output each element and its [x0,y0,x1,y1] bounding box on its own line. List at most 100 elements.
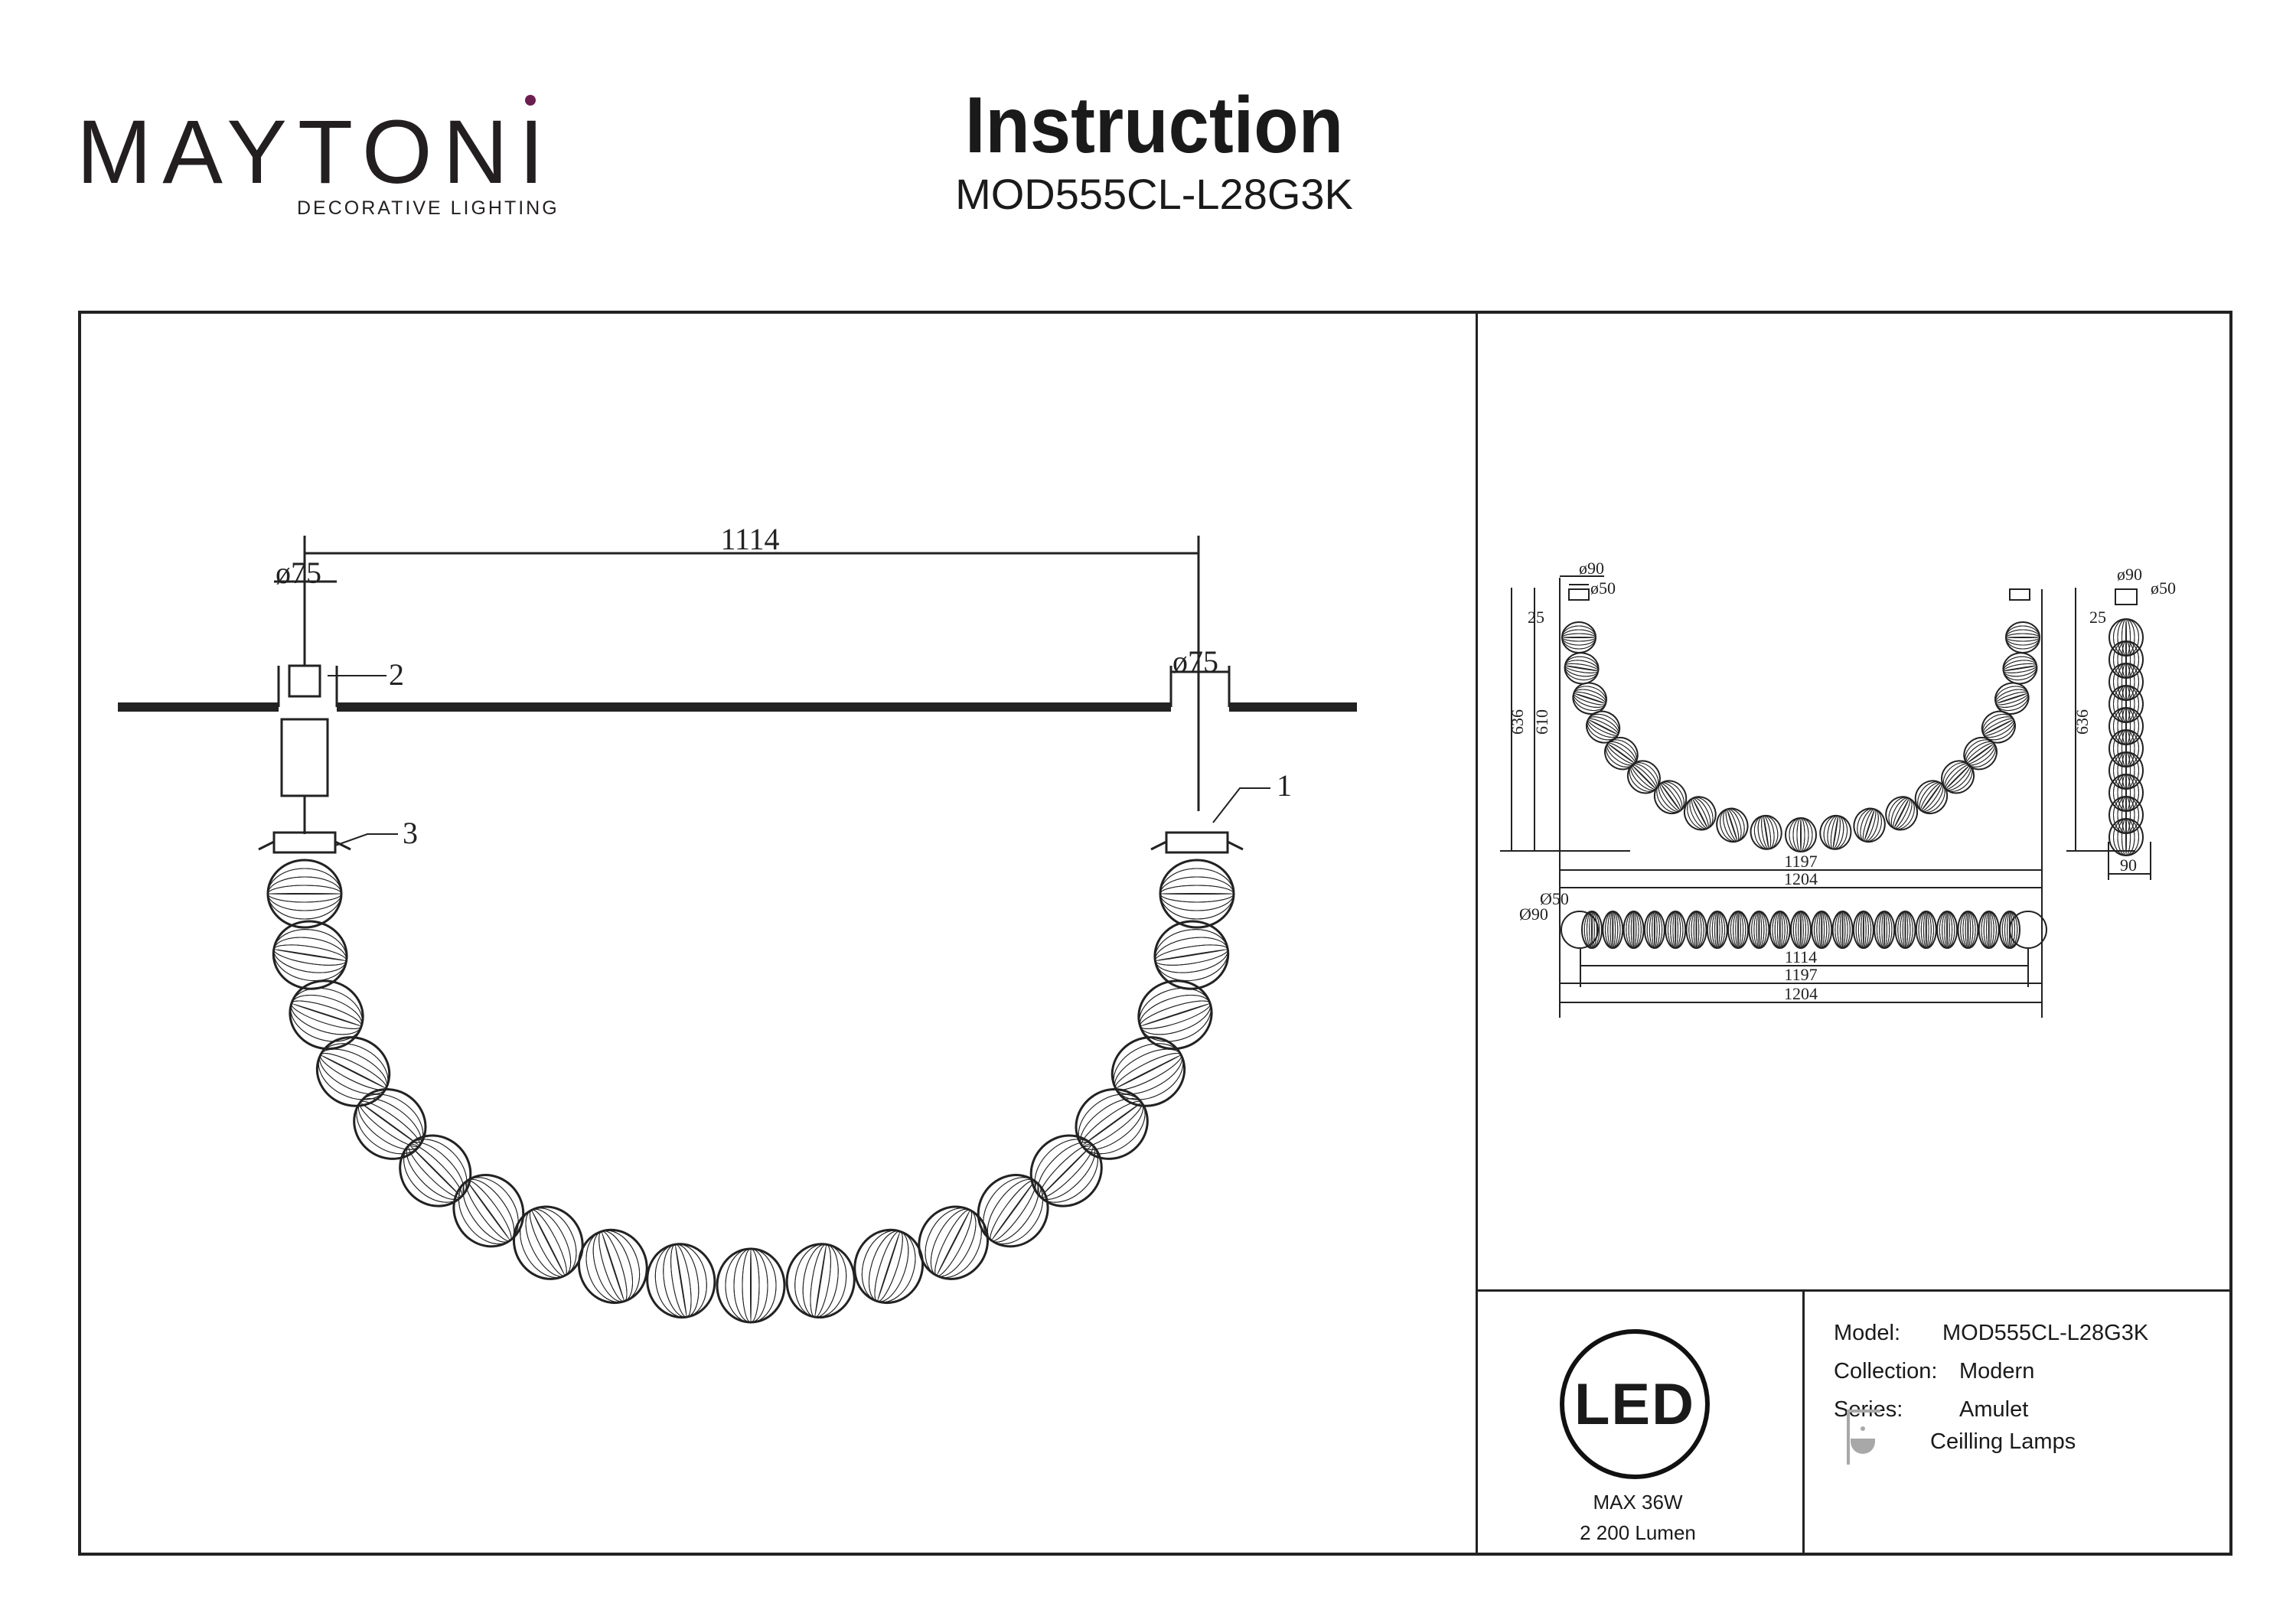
bead [1914,780,1949,815]
bead [1963,736,1998,771]
brand-logo: MAYTONI [77,107,555,197]
side-90: 90 [2120,855,2137,875]
bead [1623,911,1645,949]
bead [1561,621,1596,653]
model-label: Model: [1834,1321,1901,1345]
bead [1110,1036,1186,1107]
top-d90: Ø90 [1519,904,1548,924]
dim-right-diameter: ø75 [1172,644,1218,679]
driver-box [280,718,329,797]
bead [1683,796,1717,831]
bead [1153,920,1230,990]
drawing-frame [78,311,2232,1556]
bead [1716,807,1749,843]
bead [512,1205,584,1280]
bead [1831,911,1854,949]
bead [1811,911,1833,949]
bead [1978,911,2000,949]
side-d50: ø50 [2151,578,2176,598]
lumen-output: 2 200 Lumen [1580,1521,1696,1544]
brand-tagline: DECORATIVE LIGHTING [297,197,559,219]
bead [577,1228,648,1305]
ceiling-opening [277,666,1231,707]
front-d90: ø90 [1579,559,1604,578]
ceiling-lamp-icon [1665,1410,1880,1471]
bead [452,1174,525,1248]
top-1204: 1204 [1784,984,1818,1003]
bead [399,1134,472,1207]
dim-left-diameter: ø75 [276,556,321,590]
bead [289,979,364,1051]
bead [1894,911,1916,949]
side-d90: ø90 [2117,565,2142,584]
callout-1: 1 [1277,768,1292,803]
bead [977,1174,1049,1248]
bead [2108,818,2144,856]
bead [1653,780,1688,815]
bead [1727,911,1750,949]
top-view [1559,911,2047,1018]
category-label: Ceilling Lamps [1930,1429,2076,1454]
bead [918,1205,990,1280]
bead [353,1088,427,1160]
bead [1748,911,1770,949]
bead [1029,1134,1103,1207]
bead [716,1247,786,1324]
bead [1572,682,1608,715]
bead [2002,652,2038,685]
model-value: MOD555CL-L28G3K [1942,1321,2149,1345]
connector [288,664,321,698]
collection-value: Modern [1959,1359,2035,1383]
bead [1885,796,1919,831]
callout-2: 2 [389,657,404,692]
collection-label: Collection: [1834,1359,1938,1383]
front-610: 610 [1532,709,1551,735]
bead [1706,911,1728,949]
max-power: MAX 36W [1593,1491,1683,1514]
bead [1685,911,1707,949]
bead [1643,911,1665,949]
bead [1957,911,1979,949]
bead [1750,814,1782,850]
brand-dot [525,95,536,106]
bead [1075,1088,1149,1160]
bead [1785,817,1817,852]
bead [1137,979,1213,1051]
brand-name: MAYTONI [77,102,555,203]
canopy-left [272,831,337,854]
bead [1819,814,1852,850]
bead [1581,911,1603,949]
bead [785,1243,856,1319]
bead [1999,911,2020,949]
bead [1602,911,1624,949]
front-1204: 1204 [1784,869,1818,888]
main-view [118,536,1357,1324]
bead [2005,621,2040,653]
bead [1790,911,1812,949]
bead [646,1243,716,1319]
side-636: 636 [2073,709,2092,735]
dim-1114: 1114 [720,522,779,556]
model-code: MOD555CL-L28G3K [955,170,1353,218]
bead [1852,911,1874,949]
bead [1159,859,1235,929]
front-636: 636 [1508,709,1527,735]
canopy-right [1165,831,1229,854]
bead [266,859,343,929]
callout-3: 3 [403,816,418,850]
front-d50: ø50 [1590,578,1616,598]
bead [1564,652,1600,685]
divider [1802,1289,1805,1553]
bead [1874,911,1896,949]
divider [1476,1289,2229,1292]
bead [1853,807,1886,843]
bead [272,920,348,990]
bead [853,1228,925,1305]
divider [1476,311,1478,1553]
bead [1665,911,1687,949]
bead [2108,618,2144,657]
bead [1994,682,2030,715]
top-1114: 1114 [1785,947,1817,966]
top-1197: 1197 [1784,965,1817,984]
